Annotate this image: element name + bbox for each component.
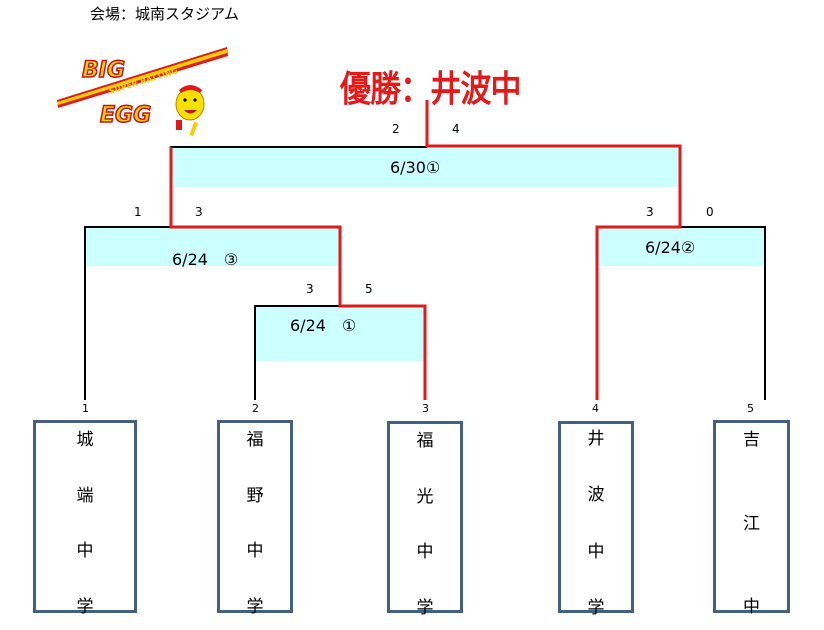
venue-label: 会場：城南スタジアム bbox=[90, 5, 239, 23]
team-char: 江 bbox=[743, 514, 760, 534]
team-char: 福 bbox=[416, 431, 434, 451]
team-char: 吉 bbox=[743, 430, 760, 450]
team-char: 中 bbox=[246, 541, 264, 561]
team-char: 中 bbox=[587, 542, 605, 562]
seed-4: 4 bbox=[592, 402, 599, 415]
match-semi-right-label: 6/24② bbox=[645, 238, 696, 257]
team-char: 学 bbox=[76, 597, 94, 617]
seed-5: 5 bbox=[747, 402, 754, 415]
line-team5 bbox=[680, 226, 766, 400]
team-char: 野 bbox=[246, 486, 264, 506]
logo-big: BIG bbox=[82, 58, 125, 83]
logo-egg: EGG bbox=[100, 103, 151, 128]
team-box-5: 吉 江 中 bbox=[713, 420, 790, 617]
match-first-round-label: 6/24 ① bbox=[290, 316, 357, 335]
line-winner-path bbox=[425, 100, 682, 400]
line-team1 bbox=[84, 226, 170, 400]
match-semi-left-label: 6/24 ③ bbox=[172, 250, 239, 269]
team-char: 中 bbox=[743, 597, 760, 617]
big-egg-logo: BIG EGG SUPER BATTING bbox=[52, 42, 232, 142]
seed-1: 1 bbox=[82, 402, 89, 415]
team-box-3: 福 光 中 学 bbox=[387, 421, 463, 618]
seed-2: 2 bbox=[252, 402, 259, 415]
team-char: 学 bbox=[246, 597, 264, 617]
team-char: 中 bbox=[416, 542, 434, 562]
match-final-label: 6/30① bbox=[390, 158, 441, 177]
match-semi-left-fill bbox=[86, 227, 339, 266]
team-char: 学 bbox=[587, 598, 605, 618]
final-score-right: 4 bbox=[452, 122, 460, 136]
match-final-fill bbox=[172, 147, 679, 187]
line-runnerup-path bbox=[169, 147, 427, 400]
line-team2 bbox=[254, 305, 340, 400]
team-char: 学 bbox=[416, 598, 434, 618]
match-first-round-fill bbox=[256, 306, 425, 361]
semi-right-score-right: 0 bbox=[706, 205, 714, 219]
team-box-2: 福 野 中 学 bbox=[217, 420, 293, 617]
semi-right-score-left: 3 bbox=[646, 205, 654, 219]
team-char: 井 bbox=[587, 429, 605, 449]
team-char: 波 bbox=[587, 485, 605, 505]
first-round-score-right: 5 bbox=[365, 282, 373, 296]
team-char: 福 bbox=[246, 430, 264, 450]
semi-left-score-right: 3 bbox=[195, 205, 203, 219]
champion-title: 優勝：井波中 bbox=[340, 69, 521, 110]
team-char: 中 bbox=[76, 541, 94, 561]
mascot-icon bbox=[175, 85, 205, 137]
team-char: 城 bbox=[76, 430, 94, 450]
team-box-4: 井 波 中 学 bbox=[558, 421, 634, 618]
match-semi-right-fill bbox=[597, 227, 765, 266]
seed-3: 3 bbox=[422, 402, 429, 415]
final-score-left: 2 bbox=[392, 122, 400, 136]
team-char: 端 bbox=[76, 486, 94, 506]
semi-left-score-left: 1 bbox=[134, 205, 142, 219]
team-box-1: 城 端 中 学 bbox=[33, 420, 137, 617]
first-round-score-left: 3 bbox=[306, 282, 314, 296]
team-char: 光 bbox=[416, 487, 434, 507]
